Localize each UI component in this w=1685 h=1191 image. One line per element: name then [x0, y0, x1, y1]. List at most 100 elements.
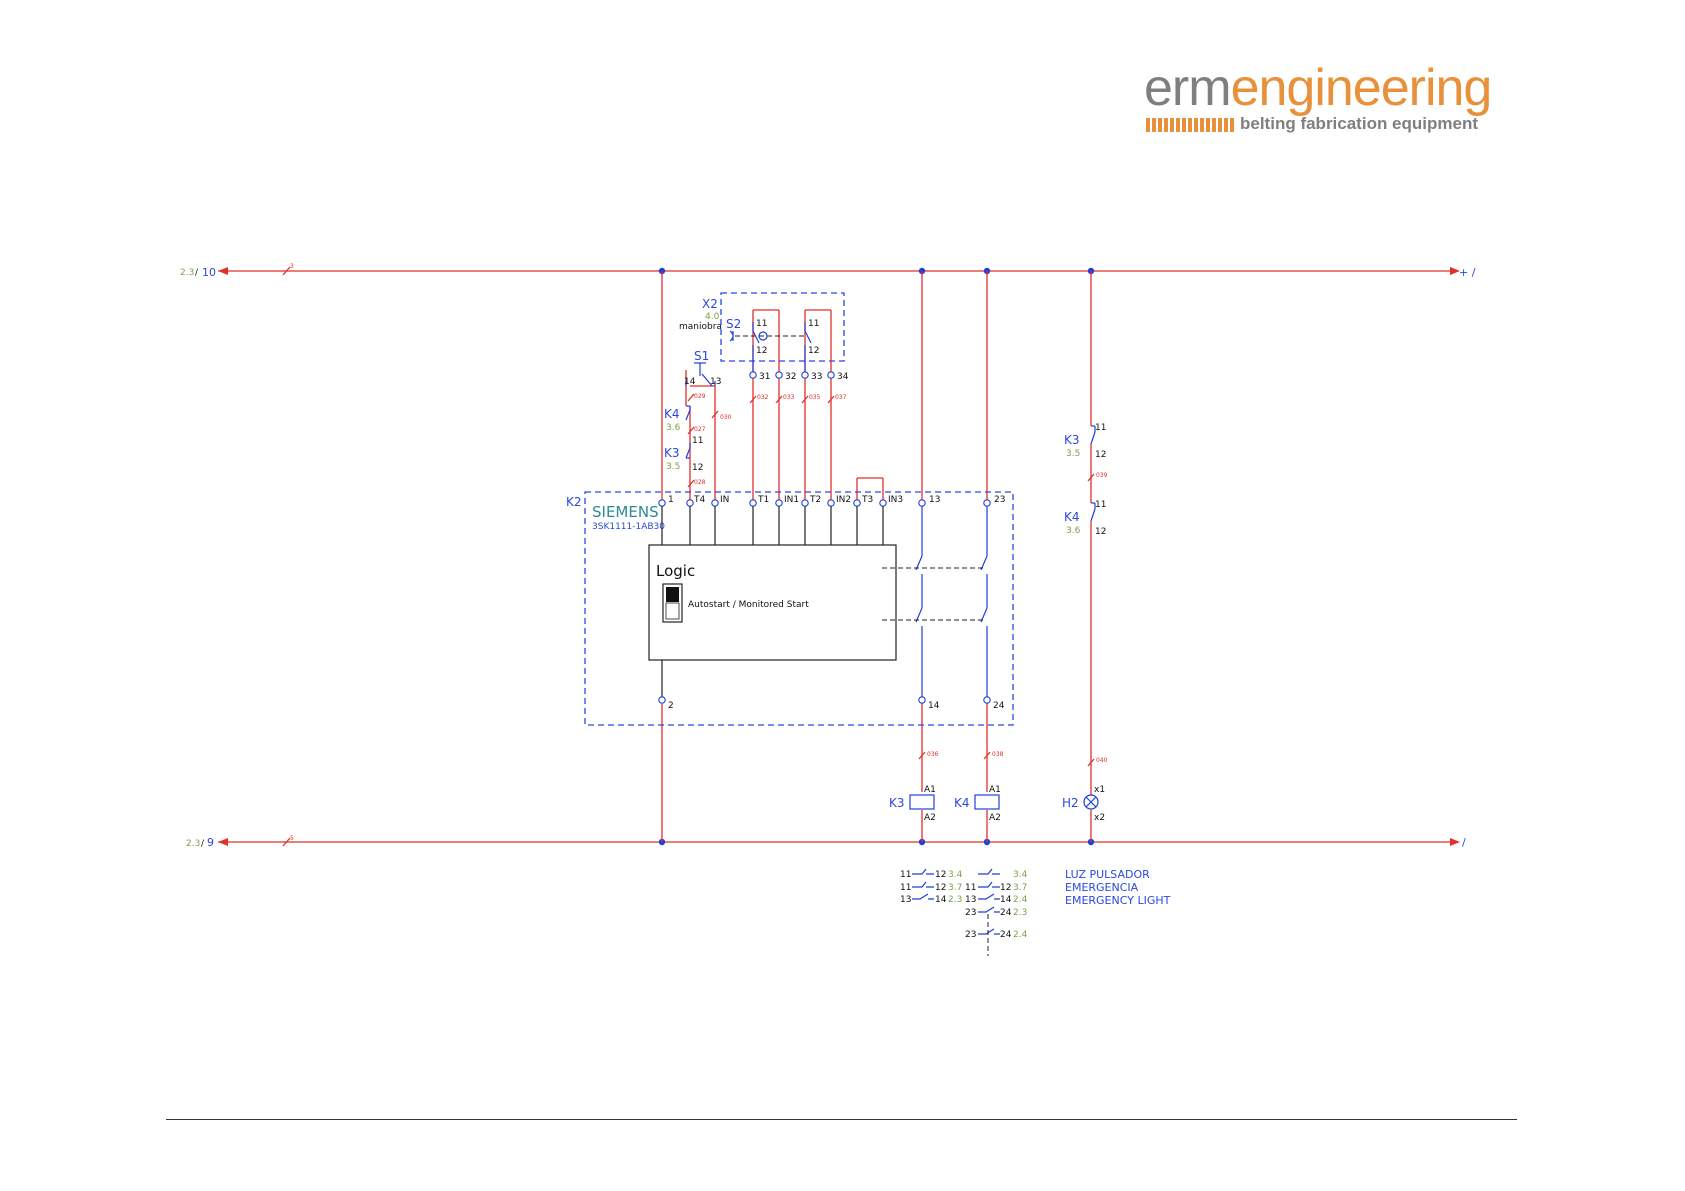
xref-k4-2-b: 14	[1000, 895, 1012, 905]
k2-term-14: 14	[928, 701, 940, 711]
k4-coil-a1: A1	[989, 785, 1001, 795]
xref-k4-2-a: 13	[965, 895, 976, 905]
wire-tag-030: 030	[720, 414, 732, 421]
wires	[661, 271, 1092, 842]
wire-tag-ticks	[687, 393, 1095, 767]
k4-coil-tag: K4	[954, 796, 970, 810]
xref-k4-1-b: 12	[1000, 883, 1011, 893]
s2-tag: S2	[726, 317, 741, 331]
k2-term-in3: IN3	[888, 495, 903, 505]
wire-tag-028: 028	[694, 479, 706, 486]
k4-coil-icon	[974, 794, 1000, 810]
k2-model: 3SK1111-1AB30	[592, 522, 665, 532]
h2-x1: x1	[1094, 785, 1105, 795]
xref-k4-1-ref: 3.7	[1013, 883, 1027, 893]
s2-c1-bot: 12	[756, 346, 767, 356]
s1-pushbutton-icon	[685, 362, 716, 387]
k2-term-24: 24	[993, 701, 1005, 711]
h2-lamp-icon	[1083, 794, 1099, 810]
dip-switch-icon	[662, 583, 683, 623]
k3-aux-term-12: 12	[692, 463, 703, 473]
xref-k4-symbols	[978, 868, 1000, 956]
k3-coil-a1: A1	[924, 785, 936, 795]
top-rail-ref-page: 2.3	[180, 268, 194, 278]
k2-logic-label: Logic	[656, 562, 695, 580]
wire-tag-027: 027	[694, 426, 706, 433]
xref-k3-0-ref: 3.4	[948, 870, 963, 880]
xref-k4-3-a: 23	[965, 908, 976, 918]
k2-term-23: 23	[994, 495, 1005, 505]
k2-term-13: 13	[929, 495, 940, 505]
xref-k4-3-b: 24	[1000, 908, 1012, 918]
xref-k3-0-b: 12	[935, 870, 946, 880]
right-k3-term-11: 11	[1095, 423, 1106, 433]
s2-term-33: 33	[811, 372, 822, 382]
xref-k4-3-ref: 2.3	[1013, 908, 1027, 918]
bottom-rail-ref-col: 9	[207, 836, 214, 849]
k3-aux-tag: K3	[664, 446, 680, 460]
k2-term-1: 1	[668, 495, 674, 505]
xref-k3-2-ref: 2.3	[948, 895, 962, 905]
xref-k3-2-b: 14	[935, 895, 947, 905]
right-k4-term-11: 11	[1095, 500, 1106, 510]
s1-tag: S1	[694, 349, 709, 363]
top-rail-right-label: + /	[1459, 266, 1476, 279]
logo-wordmark: ermengineering	[1144, 58, 1493, 118]
s2-emergency-stop-icon	[729, 322, 812, 372]
wire-tag-038: 038	[992, 751, 1004, 758]
k2-term-in2: IN2	[836, 495, 851, 505]
x2-name: maniobra	[679, 322, 722, 332]
x2-ref: 4.0	[705, 312, 720, 322]
k2-term-t1: T1	[757, 495, 769, 505]
k4-aux-ref: 3.6	[666, 423, 681, 433]
logo-bar-icon	[1146, 118, 1234, 132]
k2-brand: SIEMENS	[592, 503, 659, 521]
wire-tag-032: 032	[757, 394, 769, 401]
h2-x2: x2	[1094, 813, 1105, 823]
s2-c2-top: 11	[808, 319, 819, 329]
footer-divider	[166, 1119, 1517, 1120]
s2-terminals	[749, 371, 835, 379]
k2-term-in1: IN1	[784, 495, 799, 505]
h2-branch-contacts-icon	[1090, 425, 1096, 522]
logo-erm-text: erm	[1144, 59, 1232, 117]
s2-term-31: 31	[759, 372, 770, 382]
top-rail	[218, 266, 1460, 276]
logo-engineering-text: engineering	[1230, 59, 1493, 117]
bottom-rail-ref-sep: /	[201, 839, 205, 849]
bottom-rail-ref-page: 2.3	[186, 839, 200, 849]
s1-term-13: 13	[710, 377, 721, 387]
top-rail-ref-sep: /	[195, 268, 199, 278]
right-k4-tag: K4	[1064, 510, 1080, 524]
wire-tag-040: 040	[1096, 757, 1108, 764]
right-k3-term-12: 12	[1095, 450, 1106, 460]
bottom-rail-wire-tag: 5	[290, 835, 294, 842]
right-k3-ref: 3.5	[1066, 449, 1080, 459]
x2-tag: X2	[702, 297, 718, 311]
k4-aux-tag: K4	[664, 407, 680, 421]
k2-top-terminals	[658, 499, 991, 507]
s2-term-34: 34	[837, 372, 849, 382]
k2-tag: K2	[566, 495, 582, 509]
k3-aux-contact-icon	[685, 443, 691, 459]
logo-tagline: belting fabrication equipment	[1240, 114, 1479, 133]
wire-tag-035: 035	[809, 394, 821, 401]
xref-k4-2-ref: 2.4	[1013, 895, 1028, 905]
k4-aux-contact-icon	[685, 405, 691, 421]
s2-c2-bot: 12	[808, 346, 819, 356]
xref-k4-1-a: 11	[965, 883, 976, 893]
k2-bottom-terminals	[658, 696, 991, 704]
xref-k3-1-b: 12	[935, 883, 946, 893]
wire-tag-036: 036	[927, 751, 939, 758]
wire-tag-037: 037	[835, 394, 847, 401]
wire-tag-033: 033	[783, 394, 795, 401]
k2-term-2: 2	[668, 701, 674, 711]
xref-k3-1-ref: 3.7	[948, 883, 962, 893]
xref-k3-symbols	[912, 868, 934, 900]
k2-internal-wiring	[661, 506, 884, 698]
top-rail-wire-tag: 3	[290, 263, 294, 270]
k3-aux-term-11: 11	[692, 436, 703, 446]
s1-term-14: 14	[684, 377, 696, 387]
right-k3-tag: K3	[1064, 433, 1080, 447]
